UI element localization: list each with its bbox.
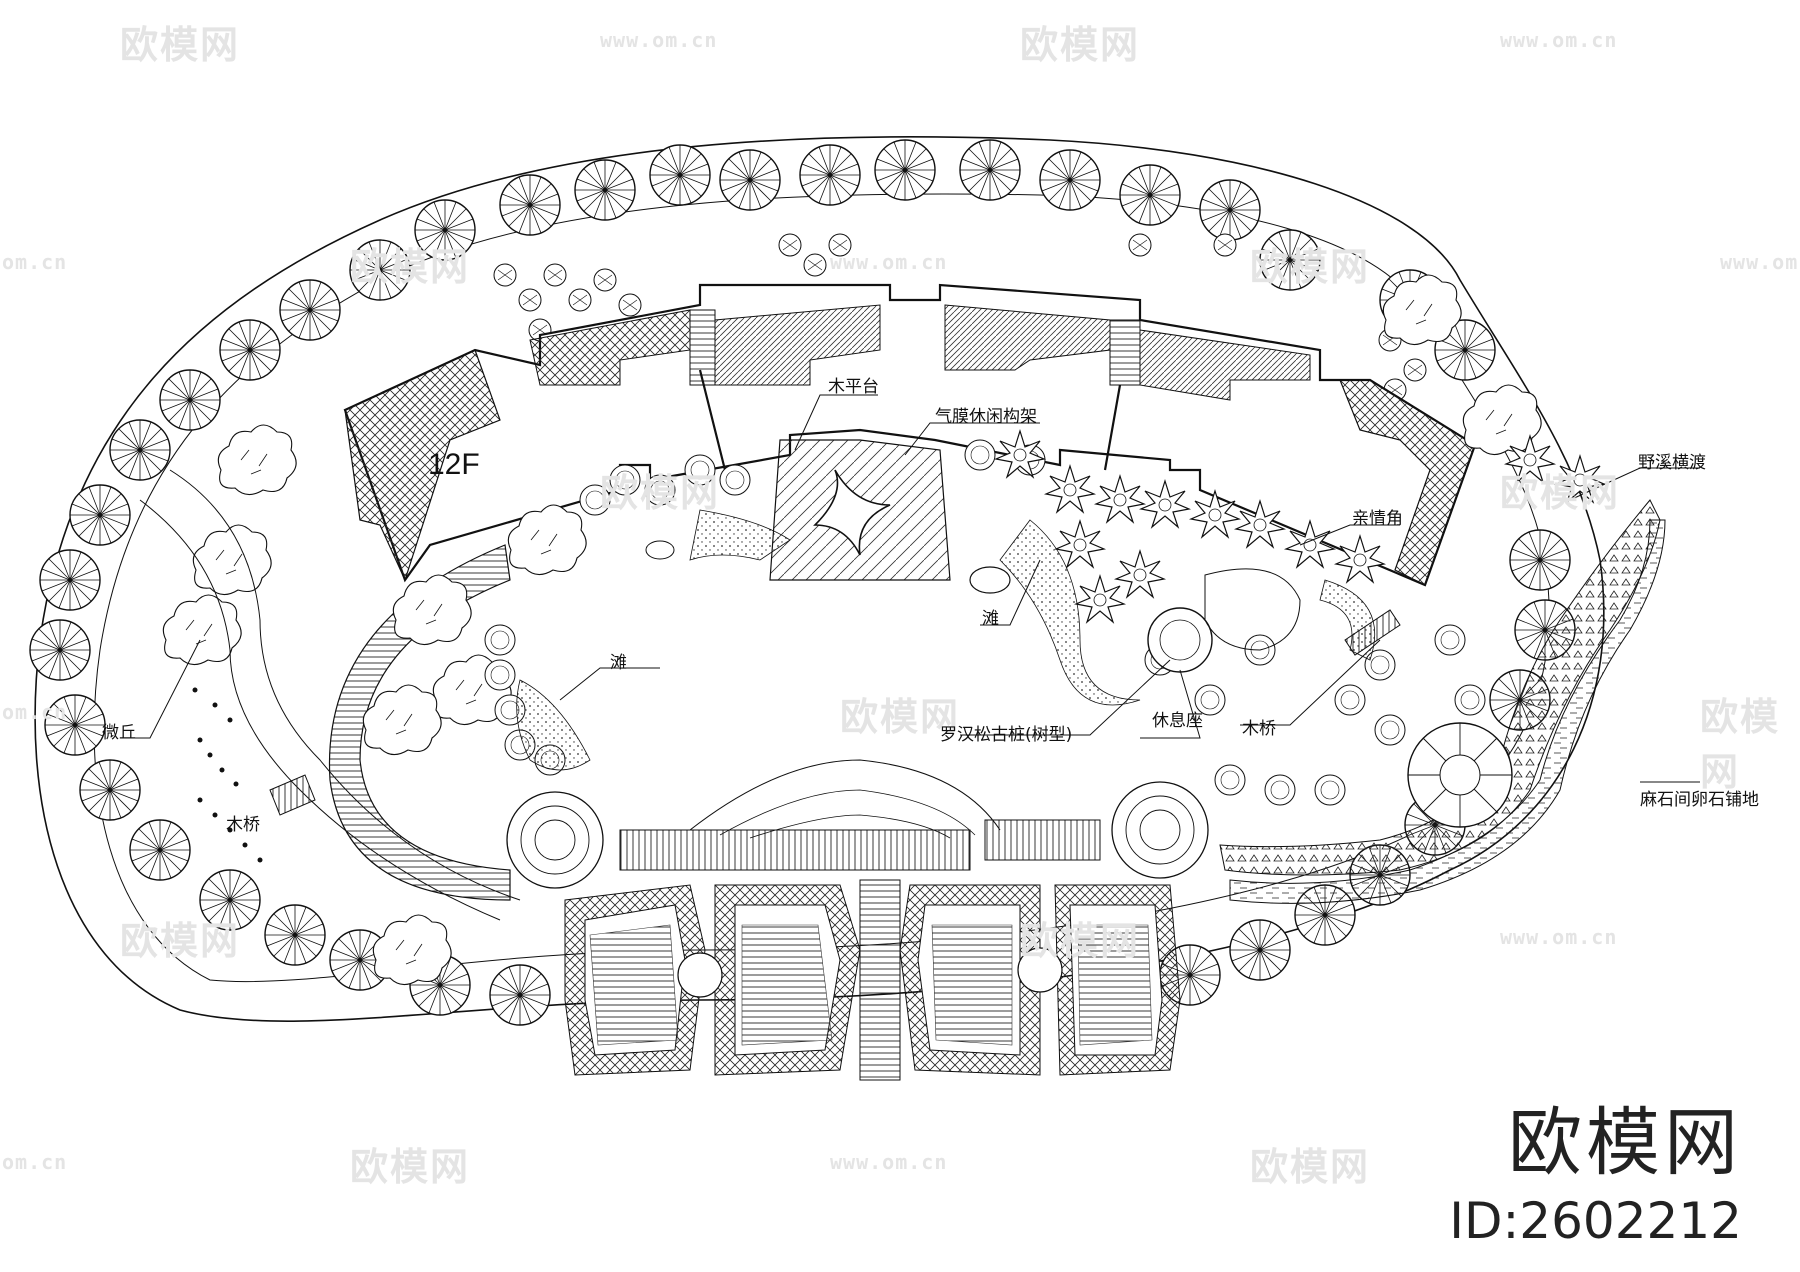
brand-logo-text: 欧模网 bbox=[1508, 1100, 1742, 1186]
label-wild-stream-ferry: 野溪横渡 bbox=[1638, 453, 1706, 473]
watermark-logo: 欧模网 bbox=[840, 695, 961, 739]
building-floor-label: 12F bbox=[428, 448, 480, 481]
label-micro-hill: 微丘 bbox=[102, 723, 136, 743]
watermark-logo: 欧模网 bbox=[1700, 695, 1781, 794]
label-beach-left: 滩 bbox=[610, 653, 627, 673]
watermark-logo: 欧模网 bbox=[600, 471, 721, 515]
label-membrane-pavilion: 气膜休闲构架 bbox=[935, 407, 1037, 427]
watermark-url: www.om.cn bbox=[1500, 28, 1618, 52]
watermark-logo: 欧模网 bbox=[120, 23, 241, 67]
watermark-logo: 欧模网 bbox=[1500, 471, 1621, 515]
watermark-logo: 欧模网 bbox=[350, 245, 471, 289]
watermark-url: www.om.cn bbox=[1500, 925, 1618, 949]
watermark-url: www.om.cn bbox=[830, 250, 948, 274]
label-rest-seat: 休息座 bbox=[1152, 711, 1203, 731]
label-wood-deck: 木平台 bbox=[828, 377, 879, 397]
label-wood-bridge-left: 木桥 bbox=[226, 815, 260, 835]
label-podocarpus-pile: 罗汉松古桩(树型) bbox=[940, 725, 1073, 745]
watermark-logo: 欧模网 bbox=[350, 1145, 471, 1189]
watermark-logo: 欧模网 bbox=[1250, 245, 1371, 289]
brand-id: ID:2602212 bbox=[1449, 1192, 1742, 1250]
label-cobblestone-paving: 麻石间卵石铺地 bbox=[1640, 790, 1759, 810]
watermark-logo: 欧模网 bbox=[120, 919, 241, 963]
watermark-url: om.cn bbox=[2, 250, 68, 274]
watermark-url: om.cn bbox=[2, 700, 68, 724]
label-wood-bridge-right: 木桥 bbox=[1242, 719, 1276, 739]
watermark-url: om.cn bbox=[2, 1150, 68, 1174]
watermark-logo: 欧模网 bbox=[1020, 23, 1141, 67]
watermark-url: www.om.cn bbox=[830, 1150, 948, 1174]
label-beach-right: 滩 bbox=[982, 609, 999, 629]
label-intimate-corner: 亲情角 bbox=[1352, 509, 1403, 529]
watermark-logo: 欧模网 bbox=[1250, 1145, 1371, 1189]
watermark-url: www.om.cn bbox=[600, 28, 718, 52]
watermark-logo: 欧模网 bbox=[1020, 919, 1141, 963]
watermark-url: www.om.cn bbox=[1720, 250, 1800, 274]
